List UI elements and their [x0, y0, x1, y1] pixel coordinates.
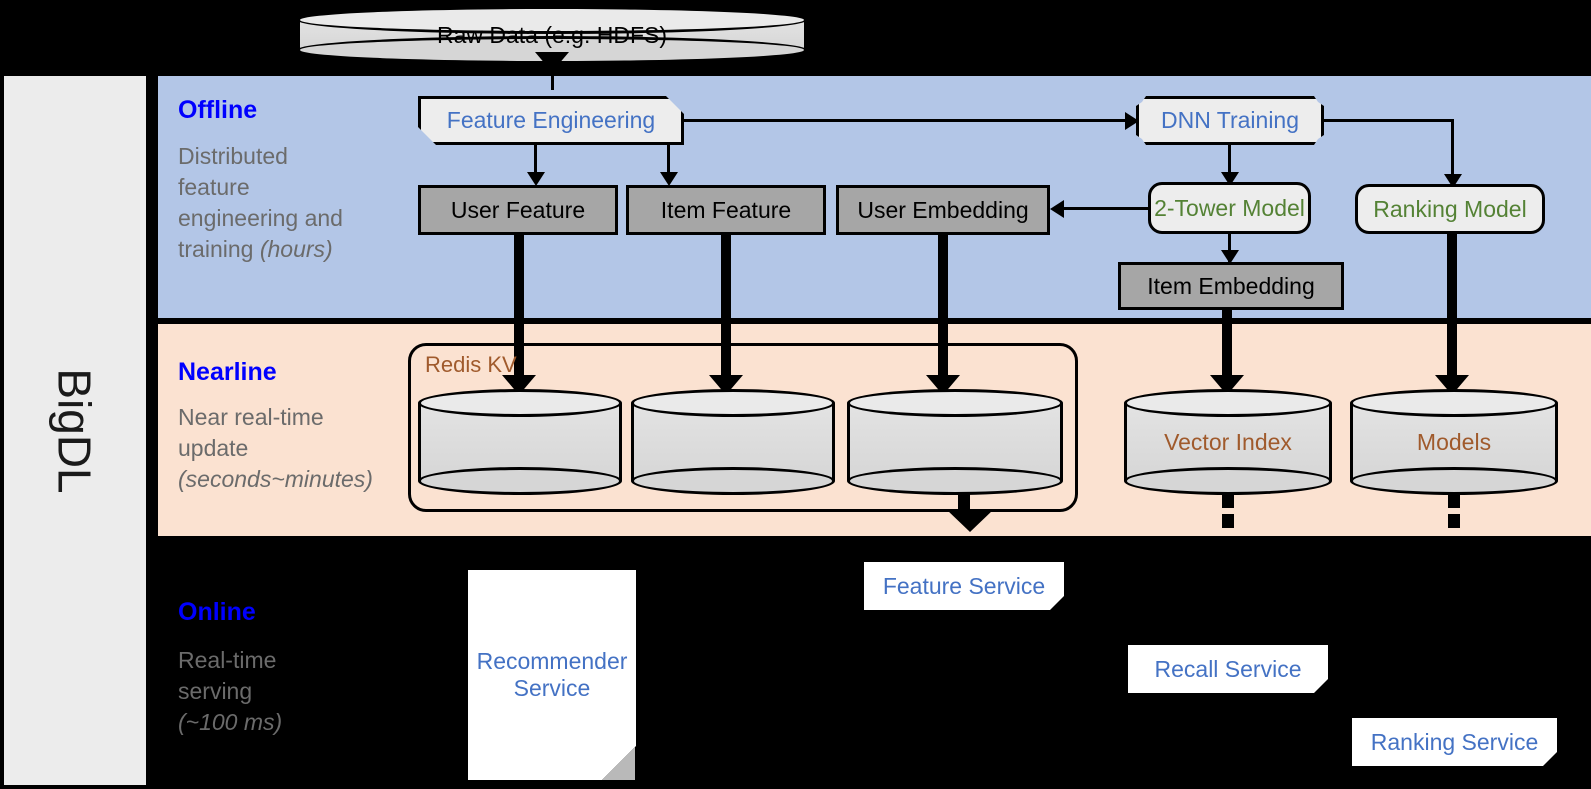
pipe-store-to-feature-service [958, 494, 970, 510]
node-dnn-training[interactable]: DNN Training [1136, 96, 1324, 145]
item-embedding-label: Item Embedding [1147, 272, 1315, 299]
nearline-desc-l1: Near real-time [178, 404, 324, 430]
recommender-service-line2: Service [513, 675, 591, 701]
cylinder-bottom [631, 467, 835, 495]
recall-service-box[interactable]: Recall Service [1128, 645, 1328, 693]
edge-fe-to-dnn [684, 119, 1130, 122]
arrowhead-twotower-to-userembedding [1050, 200, 1064, 218]
redis-kv-label: Redis KV [425, 352, 517, 377]
arrowhead-store-to-feature-service [947, 510, 993, 532]
recommender-service-document[interactable]: Recommender Service [468, 570, 636, 780]
edge-twotower-to-itemembedding [1228, 234, 1231, 262]
item-feature-label: Item Feature [660, 196, 792, 223]
edge-fe-to-item-feature [667, 145, 670, 177]
dnn-training-label: DNN Training [1160, 107, 1300, 133]
dash-vector-index-1 [1222, 494, 1234, 508]
pipe-ranking-model-to-models [1447, 234, 1457, 388]
edge-fe-to-user-feature [534, 145, 537, 177]
models-cylinder[interactable]: Models [1350, 389, 1558, 495]
pipe-user-feature-to-store [514, 235, 524, 388]
arrowhead-fe-to-user-feature [527, 172, 545, 186]
raw-data-cylinder: Raw Data (e.g. HDFS) [297, 6, 807, 64]
store-user-embedding-cylinder[interactable] [847, 389, 1063, 495]
dash-vector-index-2 [1222, 514, 1234, 528]
recommender-service-line1: Recommender [476, 648, 628, 674]
dash-models-2 [1448, 514, 1460, 528]
edge-rawdata-to-fe [551, 64, 554, 90]
pipe-item-feature-to-store [721, 235, 731, 388]
store-user-feature-label [418, 389, 622, 495]
online-title: Online [178, 598, 256, 626]
offline-desc-l1: Distributed [178, 143, 288, 169]
cylinder-top [297, 6, 807, 34]
node-item-embedding[interactable]: Item Embedding [1118, 262, 1344, 310]
node-item-feature[interactable]: Item Feature [626, 185, 826, 235]
node-ranking-model[interactable]: Ranking Model [1355, 184, 1545, 234]
store-user-feature-cylinder[interactable] [418, 389, 622, 495]
raw-data-label: Raw Data (e.g. HDFS) [436, 21, 668, 48]
store-item-feature-label [631, 389, 835, 495]
online-desc-l1: Real-time [178, 647, 277, 673]
recall-service-label: Recall Service [1154, 655, 1302, 682]
user-embedding-label: User Embedding [857, 196, 1029, 223]
redis-kv-group [408, 343, 1078, 512]
feature-engineering-label: Feature Engineering [446, 107, 656, 133]
online-desc-l2: serving [178, 678, 253, 704]
cylinder-bottom [1124, 467, 1332, 495]
user-feature-label: User Feature [450, 196, 586, 223]
cylinder-bottom [1350, 467, 1558, 495]
cylinder-bottom [847, 467, 1063, 495]
ranking-service-label: Ranking Service [1370, 728, 1539, 755]
feature-service-box[interactable]: Feature Service [864, 562, 1064, 610]
cylinder-bottom [418, 467, 622, 495]
cylinder-top [418, 389, 622, 417]
offline-desc-emph: (hours) [259, 236, 333, 262]
feature-service-label: Feature Service [882, 572, 1046, 599]
cylinder-top [847, 389, 1063, 417]
online-description: Real-time serving (~100 ms) [178, 645, 398, 738]
store-item-feature-cylinder[interactable] [631, 389, 835, 495]
arrowhead-fe-to-dnn [1125, 112, 1139, 130]
dash-models-1 [1448, 494, 1460, 508]
edge-dnn-to-ranking-v [1451, 119, 1454, 181]
two-tower-model-label: 2-Tower Model [1154, 194, 1305, 221]
cylinder-top [631, 389, 835, 417]
offline-desc-l4: training [178, 236, 260, 262]
offline-description: Distributed feature engineering and trai… [178, 141, 398, 265]
platform-name: BigDL [48, 367, 101, 494]
node-user-feature[interactable]: User Feature [418, 185, 618, 235]
cylinder-top [1124, 389, 1332, 417]
edge-twotower-to-userembedding [1056, 207, 1148, 210]
arrowhead-rawdata-to-fe [535, 52, 569, 72]
vector-index-cylinder[interactable]: Vector Index [1124, 389, 1332, 495]
pipe-user-embedding-to-store [938, 235, 948, 388]
vector-index-label: Vector Index [1164, 428, 1292, 455]
offline-title: Offline [178, 96, 258, 124]
offline-desc-l3: engineering and [178, 205, 343, 231]
recommender-service-label: Recommender Service [477, 648, 628, 702]
arrowhead-twotower-to-itemembedding [1221, 250, 1239, 264]
nearline-desc-emph: (seconds~minutes) [178, 466, 373, 492]
nearline-description: Near real-time update (seconds~minutes) [178, 402, 398, 495]
node-two-tower-model[interactable]: 2-Tower Model [1148, 182, 1311, 234]
cylinder-top [1350, 389, 1558, 417]
models-label: Models [1416, 428, 1492, 455]
node-feature-engineering[interactable]: Feature Engineering [418, 96, 684, 145]
offline-desc-l2: feature [178, 174, 250, 200]
ranking-service-box[interactable]: Ranking Service [1352, 718, 1557, 766]
store-user-embedding-label [847, 389, 1063, 495]
nearline-title: Nearline [178, 358, 277, 386]
arrowhead-fe-to-item-feature [660, 172, 678, 186]
edge-dnn-to-two-tower [1228, 145, 1231, 180]
platform-sidebar: BigDL [4, 76, 146, 785]
ranking-model-label: Ranking Model [1373, 195, 1527, 222]
nearline-desc-l2: update [178, 435, 249, 461]
pipe-item-embedding-to-vector-index [1222, 310, 1232, 388]
edge-dnn-to-ranking-h [1324, 119, 1454, 122]
online-desc-emph: (~100 ms) [178, 709, 283, 735]
node-user-embedding[interactable]: User Embedding [836, 185, 1050, 235]
